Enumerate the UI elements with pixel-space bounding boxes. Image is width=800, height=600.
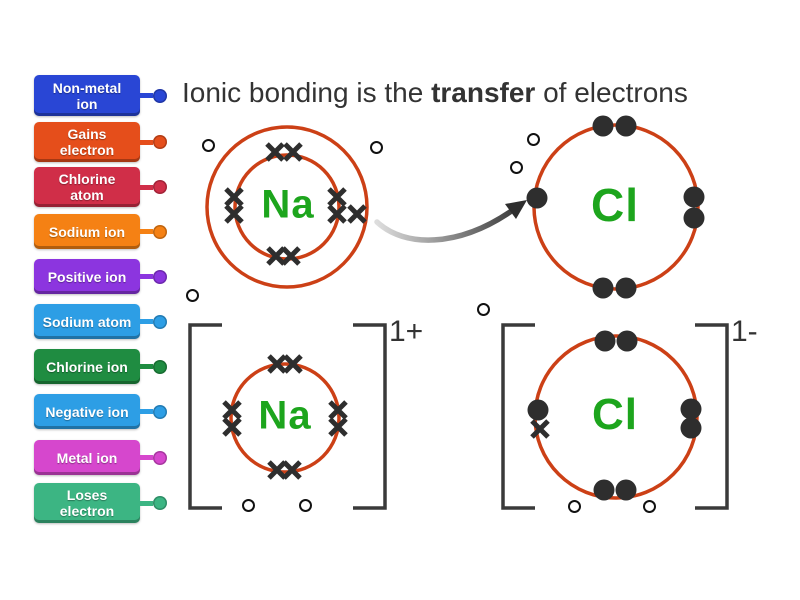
connector-dot[interactable] bbox=[153, 496, 167, 510]
connector-stem bbox=[140, 274, 153, 279]
label-chip-text: Positive ion bbox=[47, 268, 127, 285]
answer-slot-3[interactable] bbox=[527, 133, 540, 146]
title-bold-word: transfer bbox=[431, 77, 536, 108]
connector-dot[interactable] bbox=[153, 224, 167, 239]
label-chip-positive-ion[interactable]: Positive ion bbox=[34, 259, 167, 294]
connector-stem bbox=[140, 229, 153, 234]
label-chip-negative-ion[interactable]: Negative ion bbox=[34, 394, 167, 429]
label-chip-chlorine-ion[interactable]: Chlorine ion bbox=[34, 349, 167, 384]
chloride-ion-charge: 1- bbox=[731, 315, 758, 348]
connector-stem bbox=[140, 455, 153, 460]
connector-stem bbox=[140, 93, 153, 98]
connector-dot[interactable] bbox=[153, 88, 167, 103]
connector-stem bbox=[140, 184, 153, 190]
label-chip-non-metal-ion[interactable]: Non-metal ion bbox=[34, 75, 167, 116]
connector-dot[interactable] bbox=[153, 314, 167, 329]
connector-dot[interactable] bbox=[153, 450, 167, 465]
label-chip-loses-electron[interactable]: Loses electron bbox=[34, 483, 167, 523]
electron-transfer-arrow bbox=[374, 200, 527, 243]
label-chip-text: Gains electron bbox=[59, 126, 115, 158]
chloride-ion-symbol: Cl bbox=[592, 390, 638, 439]
answer-slot-2[interactable] bbox=[370, 141, 383, 154]
label-chip-text: Chlorine ion bbox=[46, 358, 128, 375]
label-chip-text: Loses electron bbox=[59, 487, 115, 519]
label-chip-metal-ion[interactable]: Metal ion bbox=[34, 440, 167, 475]
answer-slot-5[interactable] bbox=[186, 289, 199, 302]
connector-stem bbox=[140, 364, 153, 369]
label-chip-text: Sodium ion bbox=[48, 223, 126, 240]
label-chip-sodium-atom[interactable]: Sodium atom bbox=[34, 304, 167, 339]
label-chip-gains-electron[interactable]: Gains electron bbox=[34, 122, 167, 162]
label-chip-text: Non-metal ion bbox=[52, 79, 122, 112]
connector-stem bbox=[140, 139, 153, 145]
answer-slot-7[interactable] bbox=[299, 499, 312, 512]
answer-slot-6[interactable] bbox=[242, 499, 255, 512]
chlorine-atom-symbol: Cl bbox=[591, 178, 639, 231]
label-chip-text: Sodium atom bbox=[42, 313, 132, 330]
label-chip-text: Metal ion bbox=[56, 449, 118, 466]
connector-stem bbox=[140, 319, 153, 324]
connector-stem bbox=[140, 409, 153, 414]
connector-dot[interactable] bbox=[153, 135, 167, 149]
page-title: Ionic bonding is the transfer of electro… bbox=[182, 77, 688, 108]
sodium-ion-symbol: Na bbox=[258, 393, 312, 438]
sodium-ion-charge: 1+ bbox=[389, 315, 424, 348]
answer-slot-4[interactable] bbox=[510, 161, 523, 174]
connector-dot[interactable] bbox=[153, 180, 167, 194]
label-chip-chlorine-atom[interactable]: Chlorine atom bbox=[34, 167, 167, 207]
connector-dot[interactable] bbox=[153, 359, 167, 374]
answer-slot-9[interactable] bbox=[568, 500, 581, 513]
sodium-atom-symbol: Na bbox=[261, 182, 315, 227]
label-chip-text: Negative ion bbox=[45, 403, 129, 420]
answer-slot-8[interactable] bbox=[477, 303, 490, 316]
connector-dot[interactable] bbox=[153, 269, 167, 284]
connector-stem bbox=[140, 500, 153, 506]
answer-slot-1[interactable] bbox=[202, 139, 215, 152]
answer-slot-10[interactable] bbox=[643, 500, 656, 513]
label-chip-sodium-ion[interactable]: Sodium ion bbox=[34, 214, 167, 249]
label-chip-text: Chlorine atom bbox=[58, 171, 116, 203]
connector-dot[interactable] bbox=[153, 404, 167, 419]
